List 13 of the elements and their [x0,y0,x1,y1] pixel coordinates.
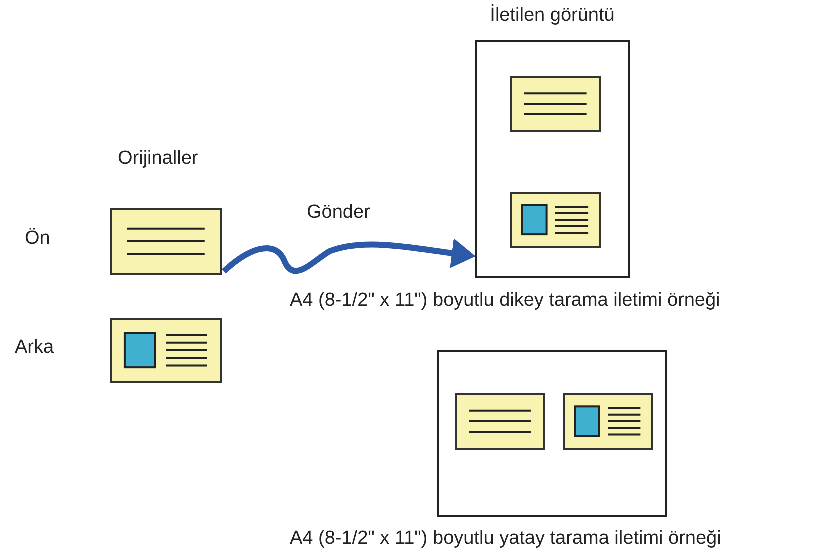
side-label: A4 (8-1/2" x 11") boyutlu yatay tarama iletimi örneği [290,528,722,550]
side-label: Arka [15,337,54,359]
curved-arrow [222,238,476,274]
text-card-drawing [110,208,222,275]
photo-card-drawing [510,192,601,248]
text-card-drawing [455,393,545,450]
heading: İletilen görüntü [489,5,616,27]
photo-card-drawing [110,318,222,383]
group-heading: Orijinaller [118,148,198,170]
side-label: Ön [25,228,50,250]
side-label: A4 (8-1/2" x 11") boyutlu dikey tarama iletimi örneği [290,290,720,312]
text-card-drawing [510,76,601,132]
photo-card-drawing [563,393,653,450]
